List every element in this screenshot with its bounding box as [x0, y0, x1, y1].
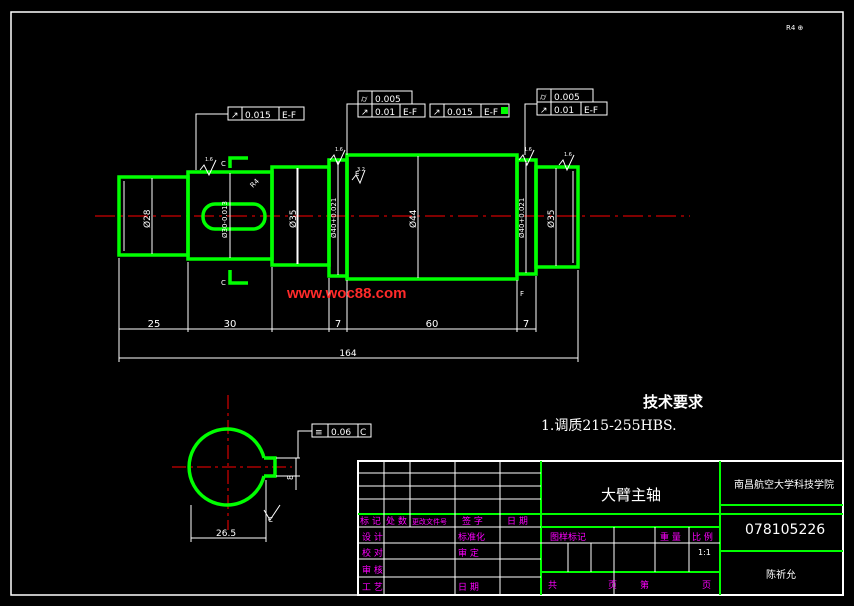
- tb-proc: 工 艺: [362, 582, 383, 593]
- sec-width: 26.5: [216, 529, 236, 539]
- drawing-number: 078105226: [745, 522, 825, 538]
- tb-mark: 标 记: [360, 515, 381, 527]
- tol4a-symbol: ⌭: [540, 93, 547, 103]
- tol3-value: 0.015: [447, 108, 473, 118]
- dim-d35b: Ø35: [546, 209, 557, 228]
- tb-scale: 比 例: [692, 531, 713, 543]
- datum-f: F: [520, 290, 524, 298]
- tb-sign: 签 字: [462, 515, 483, 527]
- datum-letters: C C F E: [221, 160, 524, 298]
- tol2a-symbol: ⌭: [361, 95, 368, 105]
- dim-d40b: Ø40+0.021: [518, 198, 526, 238]
- tol1-value: 0.015: [245, 111, 271, 121]
- tech-req-item: 1.调质215-255HBS.: [541, 418, 677, 434]
- len-total: 164: [339, 349, 356, 359]
- tol2b-ref: E-F: [403, 108, 417, 118]
- datum-c1: C: [221, 160, 226, 168]
- tb-sheet2: 页: [702, 580, 711, 591]
- section-view: ≡ 0.06 C 26.5 8 C: [172, 395, 372, 542]
- tb-date: 日 期: [507, 516, 528, 527]
- length-dim-lines: [118, 258, 579, 362]
- tol2b-value: 0.01: [375, 108, 395, 118]
- tb-pdate: 日 期: [458, 582, 479, 593]
- surface-marks: [199, 149, 575, 185]
- part-name: 大臂主轴: [601, 486, 661, 504]
- surface-s3: 3.2: [357, 167, 365, 173]
- tb-check: 校 对: [362, 547, 383, 559]
- tol3-symbol: ↗: [433, 108, 441, 118]
- len-60: 60: [426, 319, 439, 330]
- datum-e: E: [355, 170, 359, 178]
- surface-mark-values: 1.6 1.6 3.2 1.6 1.6: [205, 147, 572, 173]
- dim-d35a: Ø35: [288, 209, 299, 228]
- len-25: 25: [148, 319, 161, 330]
- tol3-ref: E-F: [484, 108, 498, 118]
- datum-c3: C: [268, 516, 273, 524]
- title-block: 标 记 处 数 更改文件号 签 字 日 期 设 计 标准化 校 对 审 定 审 …: [357, 460, 844, 596]
- surface-s2: 1.6: [335, 147, 343, 153]
- tb-audit: 审 核: [362, 564, 383, 576]
- len-30: 30: [224, 319, 237, 330]
- corner-mark: R4 ⊕: [786, 24, 803, 32]
- tb-weight: 重 量: [660, 531, 681, 543]
- length-labels: 25 30 7 60 7 164: [148, 319, 530, 359]
- tb-zone: 更改文件号: [412, 517, 447, 526]
- tb-review: 审 定: [458, 547, 479, 559]
- dim-d40a: Ø40+0.021: [330, 198, 338, 238]
- watermark: www.woc88.com: [287, 285, 407, 302]
- tolerance-leaders: [195, 103, 537, 170]
- surface-s1: 1.6: [205, 157, 213, 163]
- tb-stage: 图样标记: [550, 531, 586, 543]
- shaft-view: Ø28 Ø30-0.013 Ø35 Ø40+0.021 Ø44 Ø40+0.02…: [95, 103, 690, 362]
- datum-c2: C: [221, 279, 226, 287]
- len-7a: 7: [335, 319, 341, 330]
- tb-no: 第: [640, 579, 649, 591]
- institution: 南昌航空大学科技学院: [734, 478, 834, 491]
- drawing-border: [10, 11, 844, 596]
- tb-design: 设 计: [362, 531, 383, 543]
- tol1-symbol: ↗: [231, 111, 239, 121]
- tb-scale-value: 1:1: [698, 548, 711, 557]
- surface-s4: 1.6: [524, 147, 532, 153]
- tol5-ref: C: [360, 428, 366, 438]
- dim-d30: Ø30-0.013: [221, 201, 229, 238]
- dim-d28: Ø28: [142, 209, 153, 228]
- diameter-labels: Ø28 Ø30-0.013 Ø35 Ø40+0.021 Ø44 Ø40+0.02…: [142, 177, 557, 238]
- section-circle: [187, 427, 266, 507]
- surface-s5: 1.6: [564, 152, 572, 158]
- tb-sheet: 页: [608, 580, 617, 591]
- diameter-dim-lines: [151, 156, 557, 278]
- tolerance-frames: ↗ 0.015 E-F ⌭ 0.005 ↗ 0.01 E-F ↗ 0.015 E…: [227, 88, 608, 121]
- shaft-outline: [117, 153, 580, 285]
- tol4b-symbol: ↗: [540, 106, 548, 116]
- tb-std: 标准化: [458, 531, 485, 543]
- tech-req-title: 技术要求: [643, 393, 704, 411]
- tb-total: 共: [548, 580, 557, 591]
- author: 陈祈允: [766, 568, 796, 581]
- len-7b: 7: [523, 319, 529, 330]
- tol2a-value: 0.005: [375, 95, 401, 105]
- tol5-symbol: ≡: [315, 428, 323, 438]
- datum-marker: [501, 107, 508, 114]
- shaft-inner-lines: [123, 168, 574, 264]
- tol1-ref: E-F: [282, 111, 296, 121]
- dim-d44: Ø44: [408, 209, 419, 228]
- sec-depth: 8: [286, 475, 295, 480]
- tol4b-ref: E-F: [584, 106, 598, 116]
- tb-count: 处 数: [386, 515, 407, 527]
- tol4a-value: 0.005: [554, 93, 580, 103]
- tol4b-value: 0.01: [554, 106, 574, 116]
- tol2b-symbol: ↗: [361, 108, 369, 118]
- tol5-value: 0.06: [331, 428, 351, 438]
- dim-r4: R4: [249, 177, 262, 190]
